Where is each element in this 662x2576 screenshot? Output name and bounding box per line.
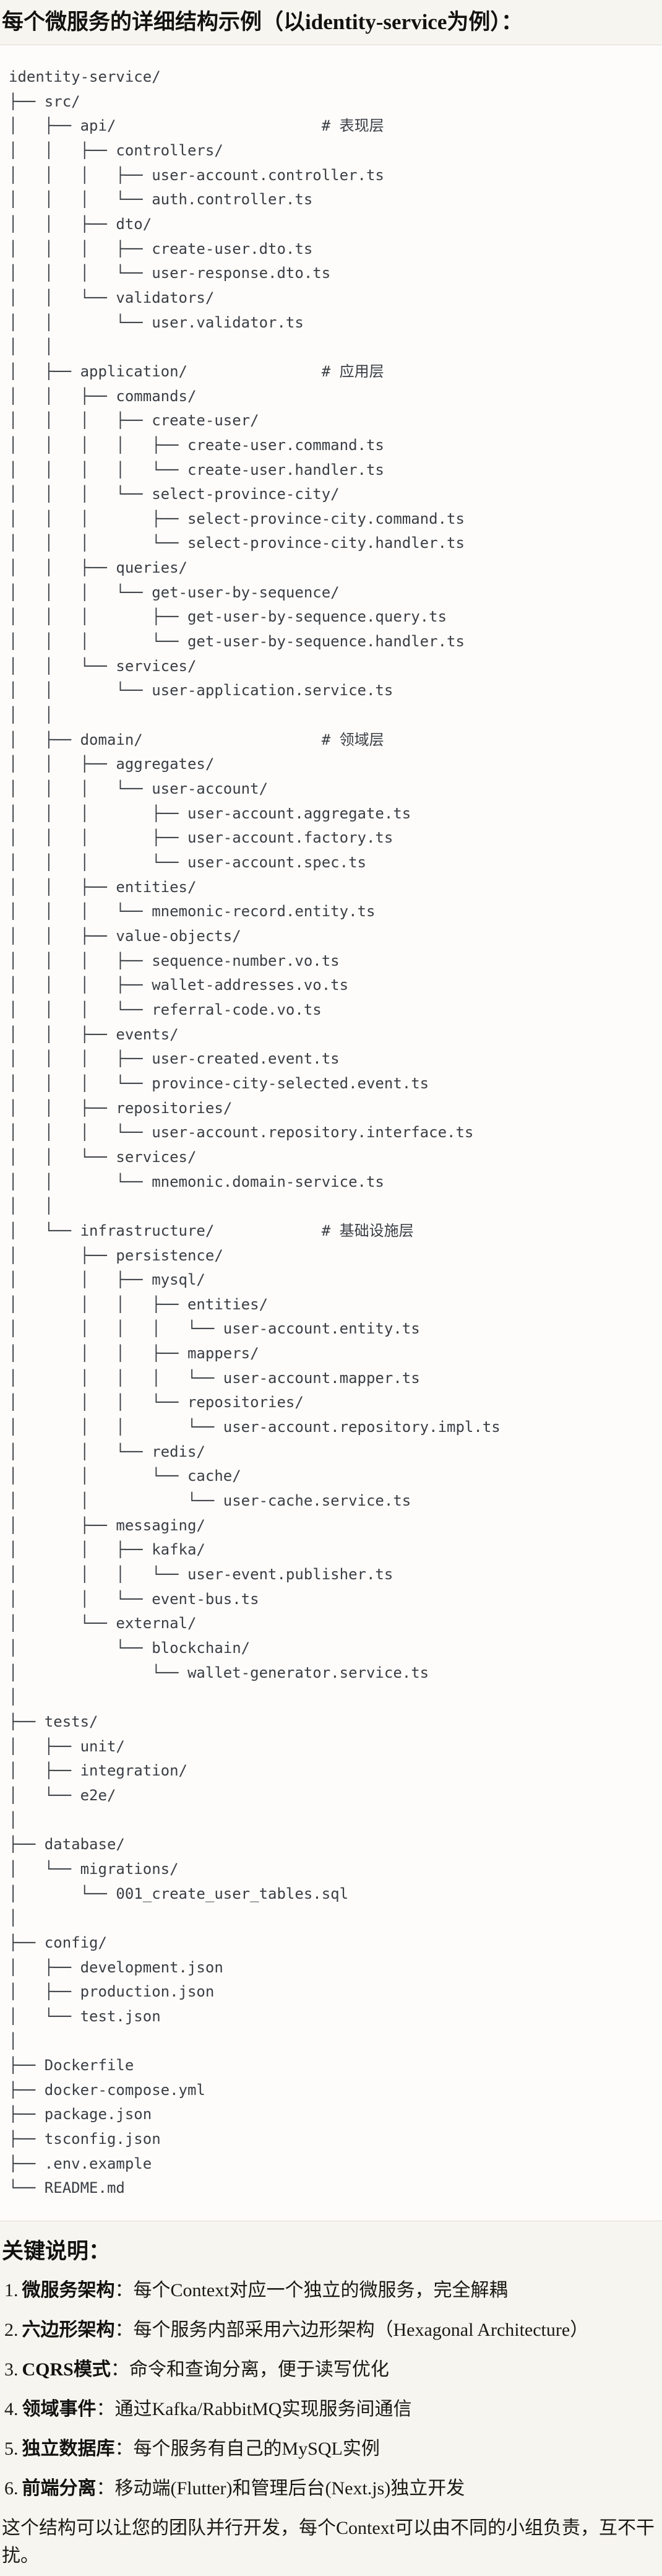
closing-paragraph: 这个结构可以让您的团队并行开发，每个Context可以由不同的小组负责，互不干扰… xyxy=(2,2518,655,2567)
item-label: 六边形架构 xyxy=(22,2320,115,2341)
item-label: CQRS模式 xyxy=(22,2359,111,2380)
item-text: ：通过Kafka/RabbitMQ实现服务间通信 xyxy=(96,2399,412,2420)
item-text: ：每个服务内部采用六边形架构（Hexagonal Architecture） xyxy=(114,2320,589,2341)
item-label: 领域事件 xyxy=(22,2399,97,2420)
list-item: 3.CQRS模式：命令和查询分离，便于读写优化 xyxy=(4,2356,662,2383)
item-number: 1. xyxy=(4,2280,19,2301)
list-item: 1.微服务架构：每个Context对应一个独立的微服务，完全解耦 xyxy=(4,2276,662,2304)
item-label: 前端分离 xyxy=(22,2478,97,2499)
item-text: ：命令和查询分离，便于读写优化 xyxy=(110,2359,389,2380)
directory-tree-codeblock: identity-service/ ├── src/ │ ├── api/ # … xyxy=(0,45,662,2222)
directory-tree: identity-service/ ├── src/ │ ├── api/ # … xyxy=(9,68,501,2197)
item-text: ：移动端(Flutter)和管理后台(Next.js)独立开发 xyxy=(96,2478,465,2499)
page-title: 每个微服务的详细结构示例（以identity-service为例）： xyxy=(2,10,523,34)
list-item: 2.六边形架构：每个服务内部采用六边形架构（Hexagonal Architec… xyxy=(4,2316,662,2344)
item-number: 3. xyxy=(4,2359,19,2380)
list-item: 6.前端分离：移动端(Flutter)和管理后台(Next.js)独立开发 xyxy=(4,2474,662,2502)
item-number: 4. xyxy=(4,2399,19,2420)
item-number: 6. xyxy=(4,2478,19,2499)
notes-list: 1.微服务架构：每个Context对应一个独立的微服务，完全解耦 2.六边形架构… xyxy=(0,2276,662,2502)
item-text: ：每个服务有自己的MySQL实例 xyxy=(114,2439,380,2460)
notes-heading: 关键说明： xyxy=(2,2239,111,2264)
item-text: ：每个Context对应一个独立的微服务，完全解耦 xyxy=(114,2280,508,2301)
item-number: 2. xyxy=(4,2320,19,2341)
list-item: 4.领域事件：通过Kafka/RabbitMQ实现服务间通信 xyxy=(4,2395,662,2423)
item-label: 独立数据库 xyxy=(22,2439,115,2460)
list-item: 5.独立数据库：每个服务有自己的MySQL实例 xyxy=(4,2435,662,2463)
item-number: 5. xyxy=(4,2439,19,2460)
item-label: 微服务架构 xyxy=(22,2280,115,2301)
